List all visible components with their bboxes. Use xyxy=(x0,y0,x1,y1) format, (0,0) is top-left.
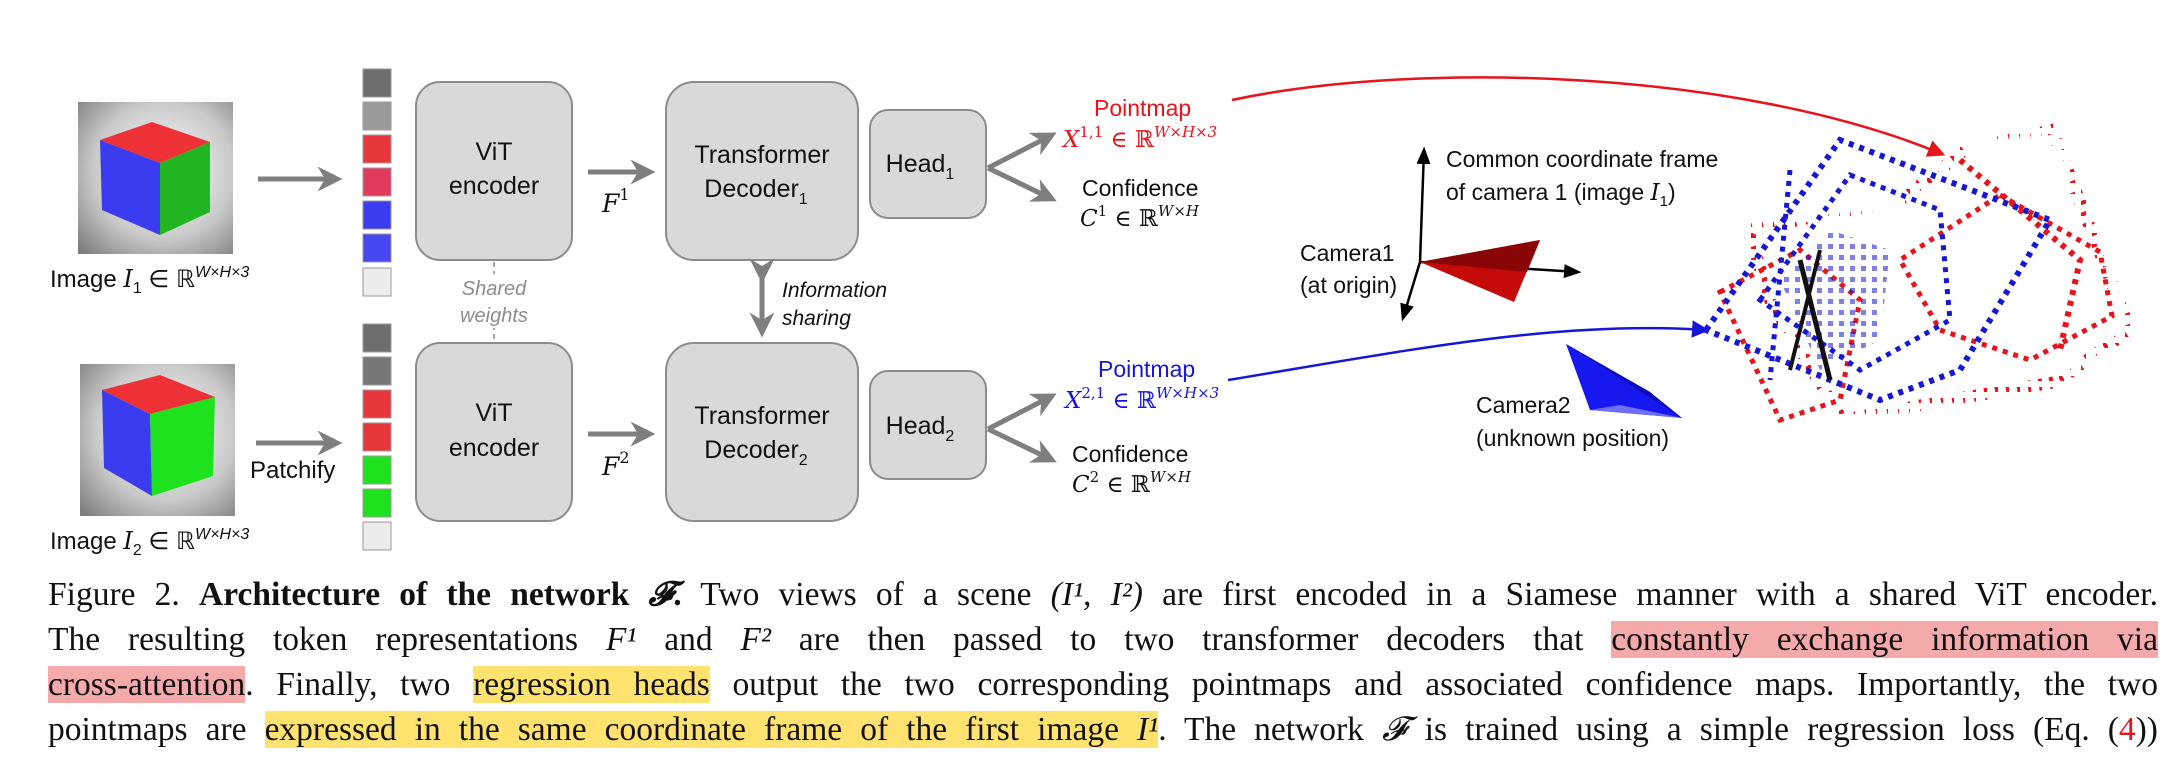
head-1-label: Head1 xyxy=(886,150,955,183)
equation-ref-link[interactable]: 4 xyxy=(2118,711,2136,748)
confidence-2-math: C2 ∈ ℝW×H xyxy=(1072,468,1192,498)
head-2-label: Head2 xyxy=(886,412,955,445)
vit-encoder-2 xyxy=(415,342,573,522)
highlight-same-frame: expressed in the same coordinate frame o… xyxy=(264,711,1159,748)
vit-encoder-2-line2: encoder xyxy=(449,434,539,462)
shared-weights-line1: Shared xyxy=(462,278,527,300)
input-image-2 xyxy=(80,364,235,516)
arrow-head2-pointmap xyxy=(986,393,1057,432)
pointmap-1-math: X1,1 ∈ ℝW×H×3 xyxy=(1061,123,1217,153)
info-sharing-line1: Information xyxy=(782,279,887,302)
camera-1-line1: Camera1 xyxy=(1300,240,1395,266)
camera-1-line2: (at origin) xyxy=(1300,272,1397,298)
patch-tokens-1 xyxy=(362,68,392,297)
decoder-2-line1: Transformer xyxy=(694,402,829,430)
confidence-1-label: Confidence xyxy=(1082,175,1198,201)
vit-encoder-2-line1: ViT xyxy=(475,399,512,427)
camera-2-frustum-side xyxy=(1566,344,1682,418)
caption-title: Architecture of the network 𝓕. xyxy=(199,576,682,613)
caption-line-4: pointmaps are expressed in the same coor… xyxy=(48,711,2158,748)
highlight-cross-attention: cross-attention xyxy=(48,666,246,703)
cube2-left-face xyxy=(102,390,152,496)
cube-left-face xyxy=(100,140,160,235)
caption-line-3: cross-attention. Finally, two regression… xyxy=(48,666,2158,703)
pointmap-2-curve-arrow xyxy=(1227,320,1710,382)
highlight-regression-heads: regression heads xyxy=(473,666,710,703)
cube-top-face xyxy=(100,122,210,163)
decoder-2-line2: Decoder2 xyxy=(704,436,808,469)
head-2 xyxy=(869,370,987,480)
vit-encoder-1 xyxy=(415,81,573,261)
cube2-right-face xyxy=(150,397,215,496)
axis-y xyxy=(1416,146,1431,263)
architecture-diagram: Image I1 ∈ ℝW×H×3 Image I2 ∈ ℝW×H×3 Patc… xyxy=(50,68,2138,559)
cube2-top-face xyxy=(102,375,215,414)
image-2-label: Image I2 ∈ ℝW×H×3 xyxy=(50,526,249,559)
arrow-head2-confidence xyxy=(986,426,1057,463)
shared-weights-bg xyxy=(455,274,535,328)
pointmap-2-cloud xyxy=(1701,136,2055,404)
caption-line-1: Figure 2. Architecture of the network 𝓕.… xyxy=(48,576,2158,613)
caption-line-2: The resulting token representations F¹ a… xyxy=(48,621,2158,658)
figure-caption: Figure 2. Architecture of the network 𝓕.… xyxy=(48,572,2158,752)
cube-right-face xyxy=(160,142,210,235)
transformer-decoder-1 xyxy=(665,81,859,261)
shared-weights-line2: weights xyxy=(460,305,528,327)
camera-2-line1: Camera2 xyxy=(1476,392,1571,418)
transformer-decoder-2 xyxy=(665,342,859,522)
feature-f2-label: F2 xyxy=(601,448,630,481)
decoder-1-line2: Decoder1 xyxy=(704,175,808,208)
frame-label-line2: of camera 1 (image I1) xyxy=(1446,179,1676,210)
input-image-1 xyxy=(78,102,233,254)
patch-tokens-2 xyxy=(362,323,392,551)
highlight-exchange-info: constantly exchange information via xyxy=(1611,621,2158,658)
info-sharing-line2: sharing xyxy=(782,307,851,330)
axis-z xyxy=(1400,261,1422,322)
pointmap-2-label: Pointmap xyxy=(1098,356,1195,382)
frame-label-line1: Common coordinate frame xyxy=(1446,146,1718,172)
confidence-2-label: Confidence xyxy=(1072,441,1188,467)
vit-encoder-1-line2: encoder xyxy=(449,172,539,200)
figure-label: Figure 2. xyxy=(48,576,199,613)
vit-encoder-1-line1: ViT xyxy=(475,138,512,166)
arrow-head1-confidence xyxy=(986,165,1057,202)
pointmap-1-cloud xyxy=(1716,122,2138,427)
pointmap-1-curve-arrow xyxy=(1231,76,1946,157)
camera-2-frustum-face xyxy=(1590,405,1682,418)
decoder-1-line1: Transformer xyxy=(694,141,829,169)
head-1 xyxy=(869,109,987,219)
camera-1-frustum-side xyxy=(1420,240,1540,272)
image-1-label: Image I1 ∈ ℝW×H×3 xyxy=(50,264,249,297)
camera-2-line2: (unknown position) xyxy=(1476,425,1669,451)
confidence-1-math: C1 ∈ ℝW×H xyxy=(1080,202,1200,232)
pointmap-1-label: Pointmap xyxy=(1094,95,1191,121)
feature-f1-label: F1 xyxy=(601,185,630,218)
patchify-label: Patchify xyxy=(250,457,335,484)
arrow-head1-pointmap xyxy=(986,132,1057,171)
pointmap-2-math: X2,1 ∈ ℝW×H×3 xyxy=(1063,384,1219,414)
